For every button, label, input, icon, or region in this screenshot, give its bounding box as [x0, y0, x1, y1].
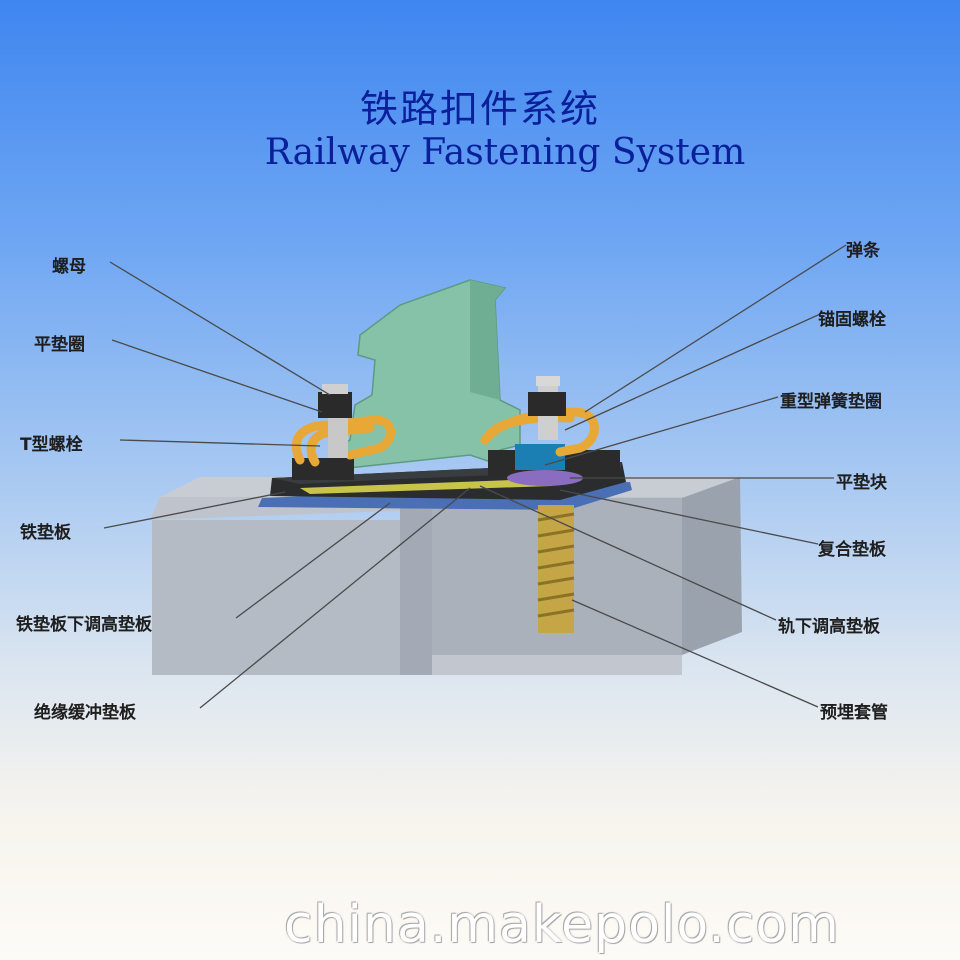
- title-english: Railway Fastening System: [264, 132, 746, 173]
- sleeper-bottom-step: [432, 655, 682, 675]
- label-rail-shim: 轨下调高垫板: [778, 617, 880, 637]
- label-t-bolt: T型螺栓: [20, 435, 83, 455]
- sleeper-notch: [400, 497, 432, 675]
- right-blue-block: [515, 444, 565, 470]
- label-iron-base-plate: 铁垫板: [20, 523, 71, 543]
- label-base-plate-shim: 铁垫板下调高垫板: [16, 615, 152, 635]
- shim-strip: [300, 479, 552, 494]
- sleeve-threads: [537, 512, 575, 618]
- label-insulating-pad: 绝缘缓冲垫板: [34, 703, 136, 723]
- label-embedded-sleeve: 预埋套管: [820, 703, 888, 723]
- right-spring-clip: [480, 407, 599, 457]
- left-clamp-block: [292, 458, 354, 480]
- sleeper-side-right: [682, 477, 742, 655]
- label-composite-pad: 复合垫板: [818, 540, 886, 560]
- sleeper-front-left: [152, 520, 432, 675]
- label-flat-washer: 平垫圈: [34, 335, 85, 355]
- watermark: china.makepolo.com: [284, 895, 840, 955]
- title-chinese: 铁路扣件系统: [359, 87, 600, 131]
- right-nut: [528, 392, 566, 416]
- right-pad-purple: [507, 470, 583, 486]
- left-nut: [318, 392, 352, 418]
- right-washer: [536, 376, 560, 386]
- label-nut: 螺母: [52, 257, 86, 277]
- leader-lines: [103, 244, 847, 709]
- rail-web-shadow: [470, 280, 505, 400]
- label-spring-washer: 重型弹簧垫圈: [780, 392, 882, 412]
- label-flat-block: 平垫块: [836, 473, 887, 493]
- label-anchor-bolt: 锚固螺栓: [818, 310, 886, 330]
- label-spring-clip: 弹条: [846, 241, 880, 261]
- left-washer: [322, 384, 348, 394]
